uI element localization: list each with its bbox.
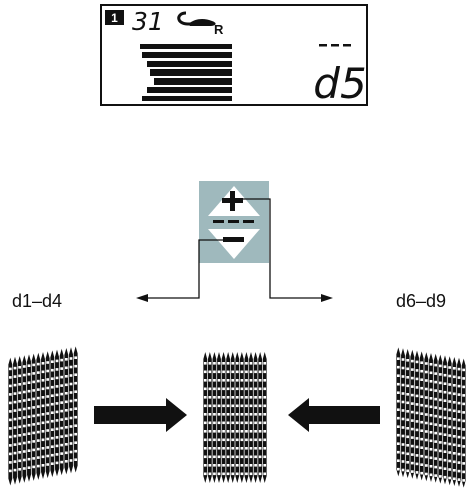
stitch-swatches (8, 346, 466, 488)
left-pointing-arrow-icon (288, 398, 380, 432)
left-arrowhead-icon (136, 294, 148, 302)
increase-button[interactable] (208, 186, 260, 216)
lcd-mode-letter: R (214, 22, 224, 37)
decrease-button[interactable] (208, 229, 260, 259)
lcd-number-badge: 1 (105, 10, 124, 25)
left-stitch-swatch (8, 346, 78, 486)
lcd-dashes (319, 44, 351, 47)
plus-connector-line (243, 198, 322, 299)
lcd-pattern-number: 31 (132, 7, 164, 36)
lcd-setting-value: d5 (313, 59, 366, 108)
lcd-badge-number: 1 (111, 11, 118, 25)
right-stitch-swatch (396, 347, 466, 488)
lcd-display: 1 31 R d5 (100, 4, 368, 108)
minus-connector-line (147, 239, 224, 299)
density-control-panel (199, 181, 269, 263)
control-separator (213, 220, 254, 223)
direction-arrows (136, 198, 333, 302)
center-stitch-swatch (203, 352, 267, 483)
right-arrowhead-icon (321, 294, 333, 302)
right-range-label: d6–d9 (396, 291, 446, 311)
lcd-density-bars-icon (140, 44, 232, 101)
presser-foot-icon (177, 11, 216, 26)
left-range-label: d1–d4 (12, 291, 62, 311)
right-pointing-arrow-icon (94, 398, 187, 432)
